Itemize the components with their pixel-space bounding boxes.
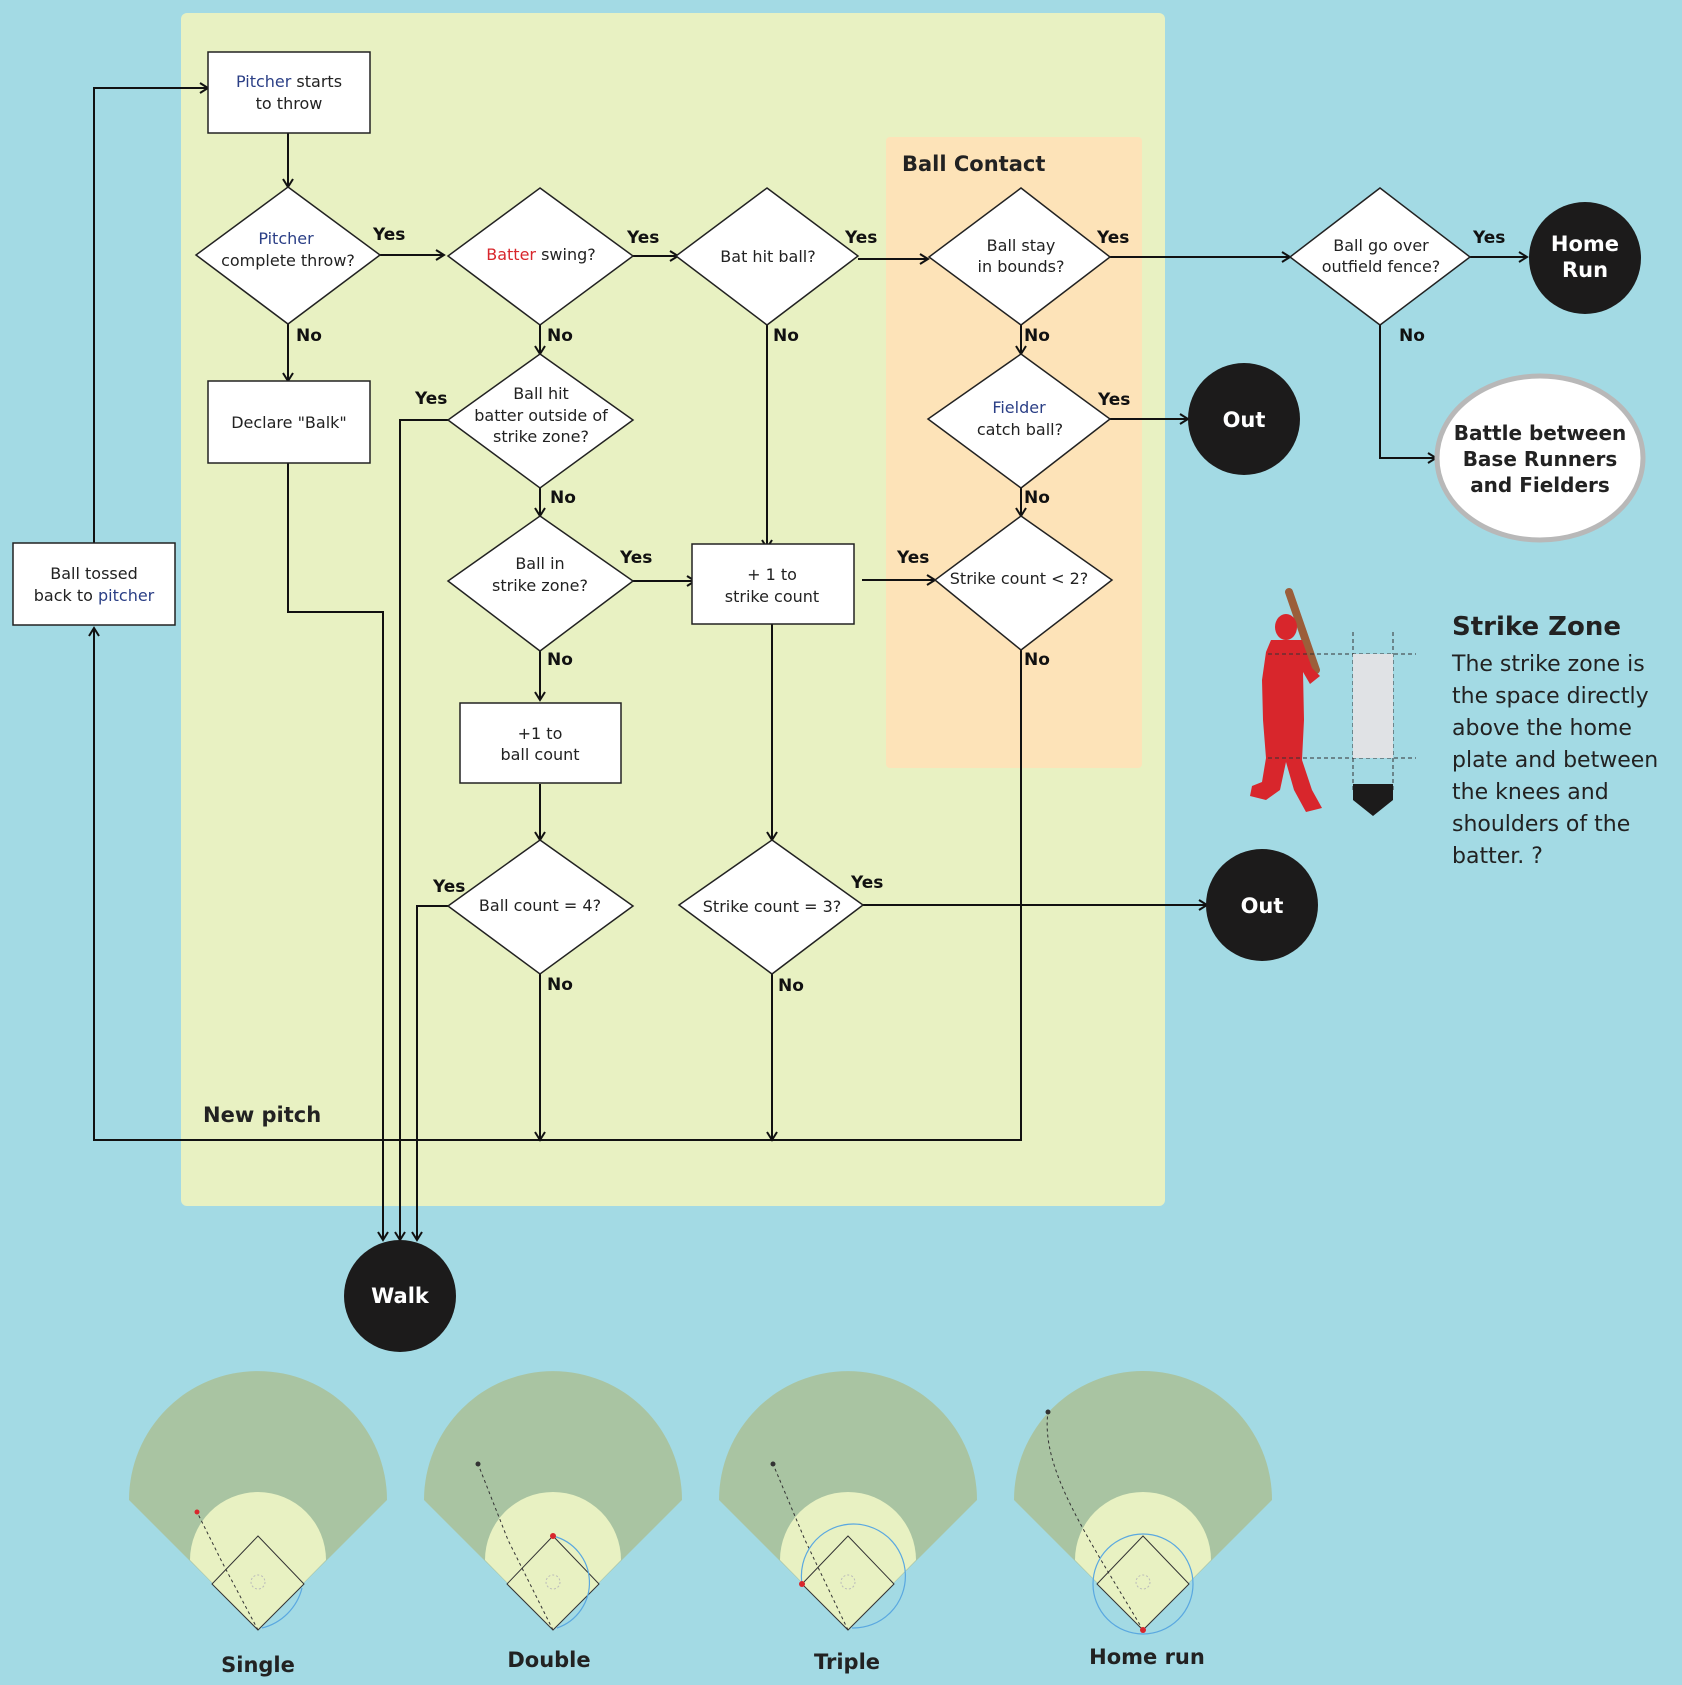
field-triple: Triple: [719, 1371, 977, 1674]
new-pitch-label: New pitch: [203, 1103, 321, 1127]
svg-text:Yes: Yes: [850, 873, 883, 893]
svg-text:Yes: Yes: [626, 228, 659, 248]
ball-in-bounds-decision: Ball stay in bounds?: [927, 187, 1112, 326]
svg-text:Yes: Yes: [619, 548, 652, 568]
svg-text:No: No: [547, 650, 573, 670]
svg-text:Ball go over: Ball go over: [1333, 236, 1429, 255]
svg-text:complete throw?: complete throw?: [221, 251, 355, 270]
edge-labels: Yes No Yes No Yes No Yes No Yes No Yes N…: [296, 225, 1505, 996]
batter-swing-decision: Batter swing?: [446, 187, 635, 326]
svg-text:No: No: [547, 975, 573, 995]
svg-text:Battle between: Battle between: [1454, 421, 1627, 445]
home-run-terminal: Home Run: [1529, 202, 1641, 314]
out-catch-terminal: Out: [1188, 363, 1300, 475]
ball-tossed-box: Ball tossed back to pitcher: [12, 542, 176, 626]
pitcher-starts-box: Pitcher starts to throw: [207, 51, 371, 134]
fielder-catch-decision: Fielder catch ball?: [926, 353, 1112, 489]
out-strike-terminal: Out: [1206, 849, 1318, 961]
connectors: [88, 82, 1529, 1242]
svg-text:Ball tossed: Ball tossed: [50, 564, 138, 583]
svg-text:Pitcher: Pitcher: [258, 229, 314, 248]
svg-text:Ball count = 4?: Ball count = 4?: [479, 896, 601, 915]
svg-text:back to pitcher: back to pitcher: [34, 586, 155, 605]
svg-text:No: No: [550, 488, 576, 508]
svg-text:No: No: [547, 326, 573, 346]
svg-text:Home run: Home run: [1089, 1645, 1205, 1669]
svg-text:Fielder: Fielder: [992, 398, 1046, 417]
walk-terminal: Walk: [344, 1240, 456, 1352]
svg-text:No: No: [778, 976, 804, 996]
svg-text:Home: Home: [1551, 232, 1619, 256]
svg-text:Yes: Yes: [432, 877, 465, 897]
bat-hit-decision: Bat hit ball?: [674, 187, 860, 326]
svg-text:Bat hit ball?: Bat hit ball?: [720, 247, 815, 266]
svg-text:ball count: ball count: [500, 745, 579, 764]
svg-text:catch ball?: catch ball?: [977, 420, 1063, 439]
svg-text:Out: Out: [1241, 894, 1284, 918]
ball-contact-label: Ball Contact: [902, 152, 1045, 176]
svg-text:Ball in: Ball in: [515, 554, 564, 573]
svg-text:Ball hit: Ball hit: [513, 384, 569, 403]
plus-strike-box: + 1 to strike count: [691, 543, 855, 625]
strike-zone-description: The strike zone is the space directly ab…: [1452, 652, 1659, 869]
svg-text:strike zone?: strike zone?: [493, 427, 589, 446]
svg-text:Yes: Yes: [1472, 228, 1505, 248]
home-plate-icon: [1353, 784, 1393, 816]
svg-text:Out: Out: [1223, 408, 1266, 432]
declare-balk-box: Declare "Balk": [207, 380, 371, 464]
strike-zone-diagram: [1268, 632, 1416, 816]
batter-silhouette: [1250, 588, 1322, 812]
svg-text:Yes: Yes: [414, 389, 447, 409]
svg-text:No: No: [1399, 326, 1425, 346]
svg-text:Pitcher starts: Pitcher starts: [236, 72, 342, 91]
strike-lt-2-decision: Strike count < 2?: [933, 515, 1114, 651]
svg-text:batter outside of: batter outside of: [474, 406, 608, 425]
svg-text:strike count: strike count: [725, 587, 819, 606]
svg-text:Ball stay: Ball stay: [987, 236, 1056, 255]
field-home-run: Home run: [1014, 1371, 1272, 1669]
svg-text:outfield fence?: outfield fence?: [1322, 257, 1441, 276]
svg-text:Triple: Triple: [814, 1650, 880, 1674]
ball-in-zone-decision: Ball in strike zone?: [446, 515, 635, 652]
svg-text:Yes: Yes: [1096, 228, 1129, 248]
svg-text:Yes: Yes: [896, 548, 929, 568]
hit-outside-zone-decision: Ball hit batter outside of strike zone?: [446, 353, 635, 489]
svg-text:to throw: to throw: [256, 94, 323, 113]
svg-text:Strike count = 3?: Strike count = 3?: [703, 897, 841, 916]
svg-text:+ 1 to: + 1 to: [747, 565, 797, 584]
over-fence-decision: Ball go over outfield fence?: [1288, 187, 1472, 326]
svg-text:Yes: Yes: [1097, 390, 1130, 410]
svg-text:Walk: Walk: [371, 1284, 430, 1308]
svg-text:Strike count < 2?: Strike count < 2?: [950, 569, 1088, 588]
svg-text:No: No: [1024, 326, 1050, 346]
svg-text:Run: Run: [1562, 258, 1608, 282]
svg-text:No: No: [1024, 488, 1050, 508]
battle-terminal: Battle between Base Runners and Fielders: [1434, 373, 1646, 543]
svg-text:Yes: Yes: [844, 228, 877, 248]
svg-text:No: No: [773, 326, 799, 346]
svg-text:Declare "Balk": Declare "Balk": [231, 413, 347, 432]
strike-zone-title: Strike Zone: [1452, 612, 1622, 642]
svg-text:and Fielders: and Fielders: [1470, 473, 1610, 497]
svg-text:+1 to: +1 to: [518, 724, 563, 743]
strike-eq-3-decision: Strike count = 3?: [677, 839, 865, 975]
plus-ball-box: +1 to ball count: [459, 702, 622, 784]
svg-text:strike zone?: strike zone?: [492, 576, 588, 595]
pitcher-complete-decision: Pitcher complete throw?: [194, 186, 382, 325]
svg-text:Yes: Yes: [372, 225, 405, 245]
ball-eq-4-decision: Ball count = 4?: [446, 839, 635, 975]
field-double: Double: [424, 1371, 682, 1672]
svg-text:Base Runners: Base Runners: [1463, 447, 1618, 471]
svg-text:No: No: [1024, 650, 1050, 670]
field-single: Single: [129, 1371, 387, 1677]
svg-text:in bounds?: in bounds?: [978, 257, 1065, 276]
svg-text:Batter swing?: Batter swing?: [486, 245, 596, 264]
svg-text:Single: Single: [221, 1653, 295, 1677]
svg-text:No: No: [296, 326, 322, 346]
svg-text:Double: Double: [507, 1648, 590, 1672]
